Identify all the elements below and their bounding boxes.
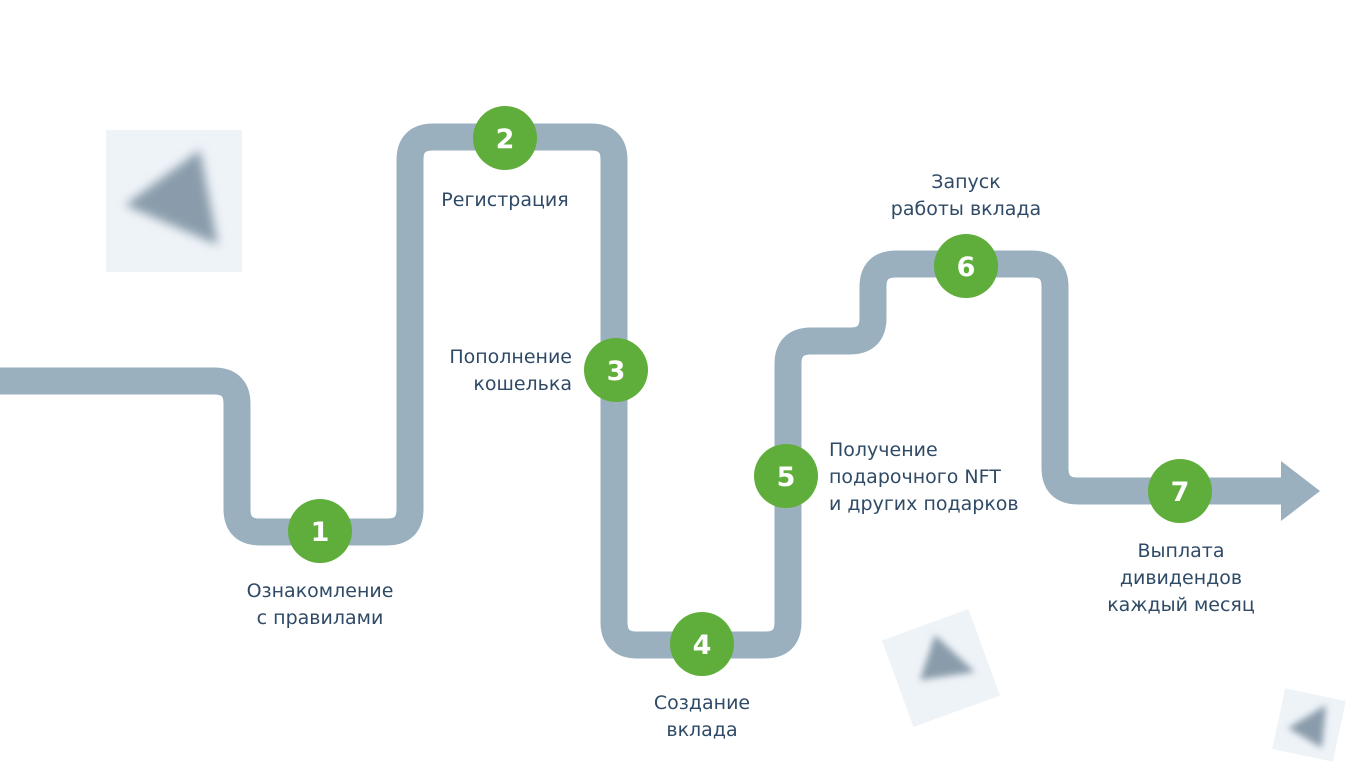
step-2-label-line-1: Регистрация — [441, 189, 569, 211]
step-3-marker: 3 — [584, 338, 648, 402]
step-6-number: 6 — [957, 252, 976, 283]
step-6-label-line-1: Запуск — [931, 171, 1001, 193]
step-6-label-line-2: работы вклада — [890, 198, 1042, 220]
deco-triangle-1 — [106, 130, 242, 272]
step-1-circle — [288, 499, 352, 563]
step-7-number: 7 — [1171, 477, 1190, 508]
step-1-marker: 1 — [288, 499, 352, 563]
step-7-marker: 7 — [1148, 459, 1212, 523]
step-4-label-line-1: Создание — [653, 692, 751, 714]
step-7-label-line-2: дивидендов — [1119, 567, 1243, 589]
step-1-label-line-1: Ознакомление — [246, 580, 394, 602]
step-3-label-line-1: Пополнение — [449, 346, 572, 368]
step-5-label-line-2: подарочного NFT — [829, 466, 1001, 488]
step-2-circle — [473, 106, 537, 170]
step-2-marker: 2 — [473, 106, 537, 170]
step-7-label-line-3: каждый месяц — [1107, 594, 1255, 616]
step-6-circle — [934, 234, 998, 298]
step-4-label: Создание вклада — [654, 690, 750, 744]
step-7-label-line-1: Выплата — [1137, 540, 1225, 562]
step-3-circle — [584, 338, 648, 402]
deco-triangle-3 — [1272, 688, 1346, 762]
step-5-number: 5 — [777, 462, 796, 493]
step-4-number: 4 — [693, 630, 712, 661]
step-5-label: Получение подарочного NFT и других подар… — [829, 437, 1019, 518]
step-5-marker: 5 — [754, 444, 818, 508]
step-4-marker: 4 — [670, 612, 734, 676]
step-1-label-line-2: с правилами — [256, 607, 384, 629]
step-6-label: Запуск работы вклада — [891, 169, 1041, 223]
step-7-label: Выплата дивидендов каждый месяц — [1107, 538, 1255, 619]
step-2-number: 2 — [496, 124, 515, 155]
step-6-marker: 6 — [934, 234, 998, 298]
step-5-label-line-3: и других подарков — [829, 493, 1019, 515]
step-4-circle — [670, 612, 734, 676]
step-1-label: Ознакомление с правилами — [247, 578, 394, 632]
step-3-label: Пополнение кошелька — [449, 344, 572, 398]
step-7-circle — [1148, 459, 1212, 523]
step-3-label-line-2: кошелька — [473, 373, 572, 395]
deco-triangle-2 — [882, 609, 1000, 727]
step-3-number: 3 — [607, 356, 626, 387]
arrow-head-icon — [1281, 461, 1320, 521]
step-5-circle — [754, 444, 818, 508]
step-5-label-line-1: Получение — [829, 439, 938, 461]
step-1-number: 1 — [311, 517, 330, 548]
step-2-label: Регистрация — [441, 187, 568, 214]
step-4-label-line-2: вклада — [666, 719, 738, 741]
